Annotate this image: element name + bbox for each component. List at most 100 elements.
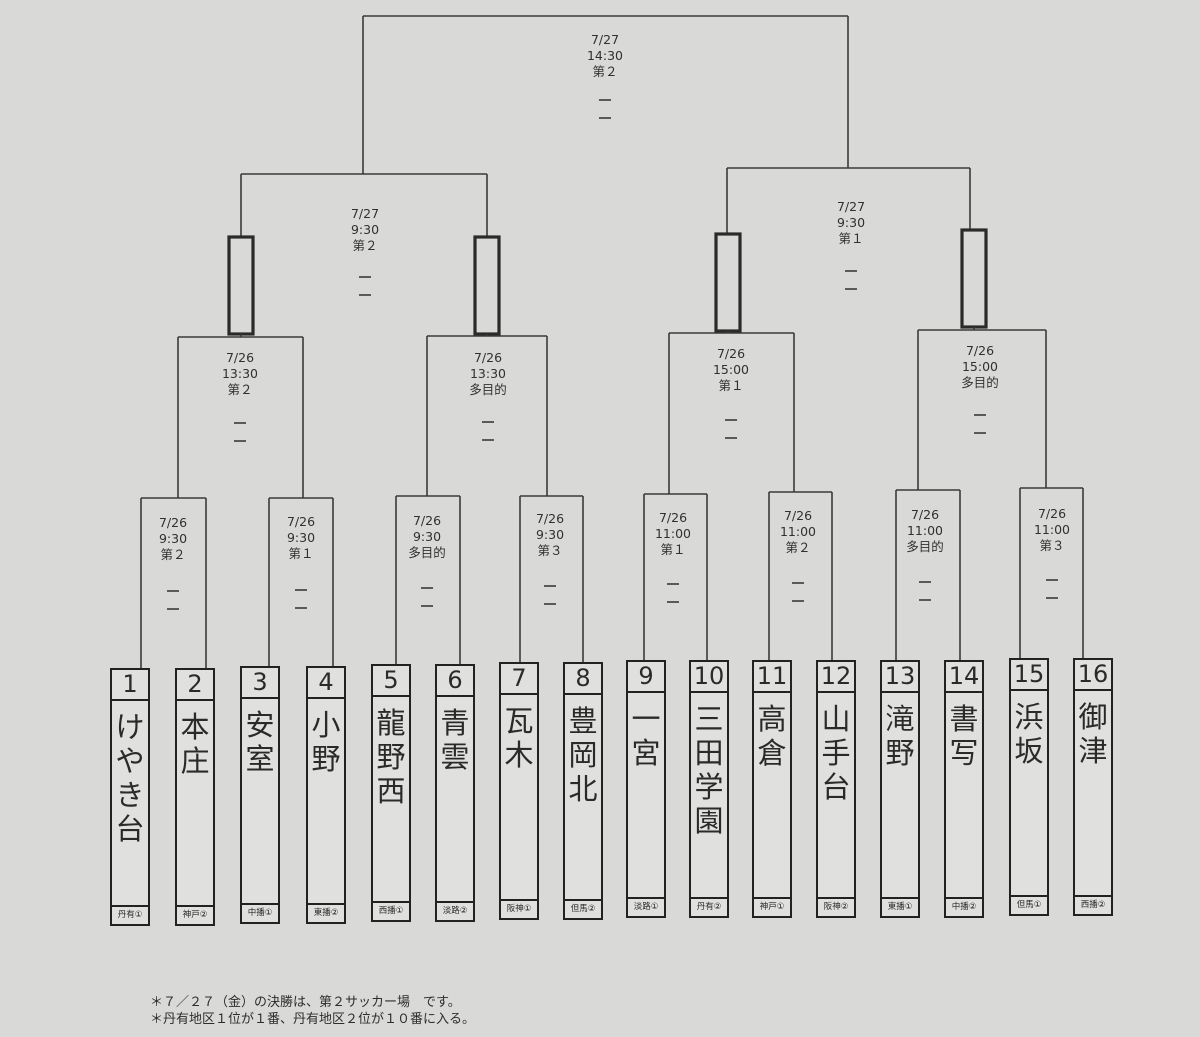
team-box-15: 15 浜坂 但馬① [1009, 658, 1049, 916]
team-box-3: 3 安室 中播① [240, 666, 280, 924]
team-box-4: 4 小野 東播② [306, 666, 346, 924]
region-label: 神戸② [177, 905, 213, 924]
match-date: 7/27 [351, 206, 379, 221]
match-time: 11:00 [780, 524, 816, 539]
seed-number: 1 [112, 670, 148, 701]
seed-number: 12 [818, 662, 854, 693]
seed-number: 11 [754, 662, 790, 693]
match-field: 第３ [537, 543, 562, 558]
team-name: けやき台 [115, 710, 145, 846]
match-time: 13:30 [470, 366, 506, 381]
region-label: 淡路① [628, 897, 664, 916]
match-field: 第２ [160, 547, 185, 562]
match-date: 7/26 [659, 510, 687, 525]
seed-number: 14 [946, 662, 982, 693]
match-date: 7/27 [837, 199, 865, 214]
team-box-12: 12 山手台 阪神② [816, 660, 856, 918]
team-name: 青雲 [440, 706, 470, 774]
match-field: 第３ [1039, 538, 1064, 553]
match-field: 第１ [660, 542, 685, 557]
region-label: 中播② [946, 897, 982, 916]
match-date: 7/26 [474, 350, 502, 365]
match-date: 7/26 [1038, 506, 1066, 521]
team-box-8: 8 豊岡北 但馬② [563, 662, 603, 920]
seed-number: 7 [501, 664, 537, 695]
team-name: 山手台 [821, 702, 851, 804]
match-field: 第２ [227, 382, 252, 397]
match-time: 9:30 [287, 530, 315, 545]
match-time: 15:00 [713, 362, 749, 377]
seed-number: 15 [1011, 660, 1047, 691]
match-r1-7: 7/26 11:00 多目的 [906, 507, 944, 601]
match-field: 第１ [838, 231, 863, 246]
region-label: 阪神① [501, 899, 537, 918]
match-date: 7/26 [966, 343, 994, 358]
region-label: 西播① [373, 901, 409, 920]
match-date: 7/26 [287, 514, 315, 529]
match-r1-2: 7/26 9:30 第１ [287, 514, 315, 609]
team-name: 龍野西 [376, 706, 406, 808]
region-label: 東播② [308, 903, 344, 922]
footnotes: ＊７／２７（金）の決勝は、第２サッカー場 です。 ＊丹有地区１位が１番、丹有地区… [150, 994, 475, 1028]
team-name: 浜坂 [1014, 700, 1044, 768]
region-label: 東播① [882, 897, 918, 916]
match-date: 7/26 [413, 513, 441, 528]
match-date: 7/26 [226, 350, 254, 365]
match-field: 第２ [592, 64, 617, 79]
team-box-2: 2 本庄 神戸② [175, 668, 215, 926]
match-field: 多目的 [961, 375, 999, 390]
region-label: 神戸① [754, 897, 790, 916]
region-label: 中播① [242, 903, 278, 922]
team-name: 御津 [1078, 700, 1108, 768]
match-r1-4: 7/26 9:30 第３ [536, 511, 564, 605]
match-date: 7/26 [911, 507, 939, 522]
footnote-1: ＊７／２７（金）の決勝は、第２サッカー場 です。 [150, 995, 461, 1010]
team-name: 高倉 [757, 702, 787, 770]
match-time: 9:30 [536, 527, 564, 542]
footnote-2: ＊丹有地区１位が１番、丹有地区２位が１０番に入る。 [150, 1012, 476, 1027]
winner-box-right-a [714, 232, 742, 333]
match-time: 14:30 [587, 48, 623, 63]
winner-box-right-b [960, 228, 988, 329]
team-box-7: 7 瓦木 阪神① [499, 662, 539, 920]
seed-number: 6 [437, 666, 473, 697]
seed-number: 8 [565, 664, 601, 695]
winner-box-left-a [227, 235, 255, 336]
team-box-13: 13 滝野 東播① [880, 660, 920, 918]
match-r2-4: 7/26 15:00 多目的 [961, 343, 999, 434]
match-r1-8: 7/26 11:00 第３ [1034, 506, 1070, 599]
seed-number: 3 [242, 668, 278, 699]
match-r2-1: 7/26 13:30 第２ [222, 350, 258, 442]
region-label: 淡路② [437, 901, 473, 920]
seed-number: 4 [308, 668, 344, 699]
region-label: 但馬② [565, 899, 601, 918]
seed-number: 10 [691, 662, 727, 693]
seed-number: 5 [373, 666, 409, 697]
match-time: 9:30 [159, 531, 187, 546]
match-field: 多目的 [906, 539, 944, 554]
winner-box-left-b [473, 235, 501, 336]
match-date: 7/26 [784, 508, 812, 523]
match-field: 多目的 [408, 545, 446, 560]
team-box-1: 1 けやき台 丹有① [110, 668, 150, 926]
region-label: 但馬① [1011, 895, 1047, 914]
match-time: 11:00 [1034, 522, 1070, 537]
match-r1-1: 7/26 9:30 第２ [159, 515, 187, 610]
team-name: 書写 [949, 702, 979, 770]
match-final: 7/27 14:30 第２ [587, 32, 623, 119]
match-date: 7/26 [159, 515, 187, 530]
team-box-9: 9 一宮 淡路① [626, 660, 666, 918]
seed-number: 2 [177, 670, 213, 701]
team-name: 小野 [311, 708, 341, 776]
team-name: 豊岡北 [568, 704, 598, 806]
team-box-10: 10 三田学園 丹有② [689, 660, 729, 918]
team-name: 安室 [245, 708, 275, 776]
match-r1-6: 7/26 11:00 第２ [780, 508, 816, 602]
match-time: 13:30 [222, 366, 258, 381]
match-field: 多目的 [469, 382, 507, 397]
match-date: 7/26 [536, 511, 564, 526]
match-field: 第１ [718, 378, 743, 393]
team-name: 本庄 [180, 710, 210, 778]
region-label: 丹有② [691, 897, 727, 916]
